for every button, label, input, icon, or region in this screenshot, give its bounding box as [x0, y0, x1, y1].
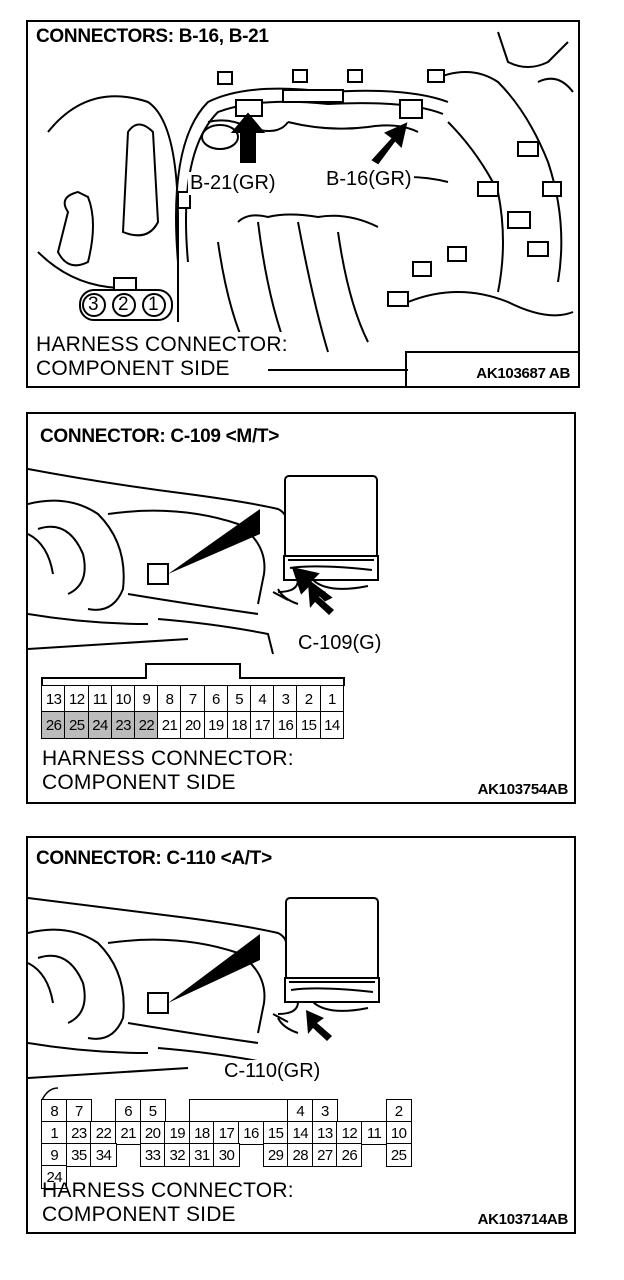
pin-cell: 1	[41, 1121, 68, 1145]
pin-cell: 18	[188, 1121, 215, 1145]
pin-cell: 22	[134, 711, 159, 739]
connector-label-c109: C-109(G)	[296, 632, 384, 655]
pin-cell: 30	[213, 1143, 240, 1167]
pin-cell: 28	[287, 1143, 314, 1167]
pin-cell: 27	[311, 1143, 338, 1167]
pin-cell: 8	[157, 685, 182, 713]
pin-cell: 17	[249, 711, 275, 739]
pin-cell: 13	[311, 1121, 338, 1145]
pin-cell: 5	[139, 1099, 166, 1123]
dashboard-illustration	[28, 468, 379, 686]
pin-cell: 23	[110, 711, 136, 739]
pin-cell: 32	[164, 1143, 191, 1167]
pin-cell: 17	[213, 1121, 240, 1145]
pin-cell: 22	[90, 1121, 117, 1145]
pin-cell: 9	[41, 1143, 68, 1167]
pin-label: 1	[148, 294, 159, 315]
pin-cell: 23	[65, 1121, 92, 1145]
pin-cell: 7	[180, 685, 206, 713]
pin-cell: 19	[164, 1121, 191, 1145]
pin-cell: 1	[319, 685, 345, 713]
dashboard-illustration	[28, 897, 380, 1101]
pin-cell: 26	[41, 711, 66, 739]
pin-cell: 14	[319, 711, 345, 739]
pin-cell: 6	[203, 685, 229, 713]
pin-cell-empty	[115, 1143, 141, 1167]
pin-cell: 21	[157, 711, 182, 739]
pin-cell: 25	[64, 711, 90, 739]
pin-cell: 16	[273, 711, 298, 739]
pin-cell: 9	[134, 685, 159, 713]
pin-label: 2	[118, 294, 129, 315]
connector-label-b16: B-16(GR)	[324, 168, 414, 191]
panel-c110: CONNECTOR: C-110 <A/T> C-110(GR) 8 7 6 5…	[26, 836, 576, 1234]
pin-cell: 3	[311, 1099, 338, 1123]
pin-cell: 26	[336, 1143, 363, 1167]
pin-cell-empty	[164, 1099, 190, 1123]
pin-cell: 14	[287, 1121, 314, 1145]
pin-cell: 8	[41, 1099, 68, 1123]
pin-cell: 2	[385, 1099, 412, 1123]
pin-cell: 6	[115, 1099, 142, 1123]
pin-cell: 19	[203, 711, 229, 739]
pin-cell: 11	[360, 1121, 388, 1145]
connector-key	[188, 1099, 289, 1123]
caption-line2: COMPONENT SIDE	[42, 771, 236, 794]
pin-cell-empty	[90, 1099, 116, 1123]
pin-cell: 4	[249, 685, 275, 713]
panel-b16-b21: CONNECTORS: B-16, B-21 B-21(GR) B-16(GR)…	[26, 20, 580, 388]
caption-line1: HARNESS CONNECTOR:	[42, 747, 294, 770]
caption-line1: HARNESS CONNECTOR:	[36, 332, 292, 357]
pin-label: 3	[88, 294, 99, 315]
pin-cell-empty	[238, 1143, 264, 1167]
figure-code: AK103714AB	[477, 1211, 569, 1228]
pin-cell: 33	[139, 1143, 166, 1167]
caption-line1: HARNESS CONNECTOR:	[42, 1179, 294, 1202]
pin-cell: 11	[87, 685, 113, 713]
pin-cell: 21	[115, 1121, 142, 1145]
pin-cell: 4	[287, 1099, 314, 1123]
pin-cell: 2	[296, 685, 321, 713]
pin-grid: 13 12 11 10 9 8 7 6 5 4 3 2 1 26 25 24 2…	[41, 685, 345, 739]
pin-cell: 12	[336, 1121, 363, 1145]
pin-cell: 12	[64, 685, 90, 713]
pin-cell: 3	[273, 685, 298, 713]
pin-grid: 8 7 6 5 4 3 2 1 23 22 21 20 19 18 17 16 …	[41, 1099, 412, 1189]
figure-code: AK103687 AB	[476, 365, 570, 382]
pin-cell-empty	[336, 1099, 362, 1123]
caption-line2: COMPONENT SIDE	[42, 1203, 236, 1226]
figure-code: AK103754AB	[477, 781, 569, 798]
pin-cell-empty	[361, 1143, 387, 1167]
pin-cell: 20	[180, 711, 206, 739]
pin-cell: 29	[262, 1143, 289, 1167]
panel-title: CONNECTOR: C-109 <M/T>	[40, 426, 280, 447]
pin-cell: 10	[110, 685, 136, 713]
pin-cell: 35	[65, 1143, 92, 1167]
pin-cell: 31	[188, 1143, 215, 1167]
pin-cell: 24	[41, 1165, 68, 1189]
pin-cell: 7	[65, 1099, 92, 1123]
pin-cell: 24	[87, 711, 113, 739]
connector-label-b21: B-21(GR)	[188, 172, 278, 195]
panel-title: CONNECTOR: C-110 <A/T>	[36, 848, 272, 869]
pin-cell: 18	[226, 711, 252, 739]
pin-cell: 15	[296, 711, 321, 739]
panel-c109: CONNECTOR: C-109 <M/T> C-109(G) 13 12 11…	[26, 412, 576, 804]
pin-cell: 5	[226, 685, 252, 713]
connector-label-c110: C-110(GR)	[222, 1060, 323, 1083]
pin-cell: 34	[90, 1143, 117, 1167]
caption-line2: COMPONENT SIDE	[36, 356, 234, 381]
pin-cell-empty	[361, 1099, 387, 1123]
pin-cell: 13	[41, 685, 66, 713]
pin-cell: 16	[238, 1121, 265, 1145]
pin-cell: 25	[385, 1143, 412, 1167]
pin-cell: 20	[139, 1121, 166, 1145]
pin-cell: 10	[385, 1121, 412, 1145]
pin-cell: 15	[262, 1121, 289, 1145]
panel-title: CONNECTORS: B-16, B-21	[36, 26, 273, 48]
